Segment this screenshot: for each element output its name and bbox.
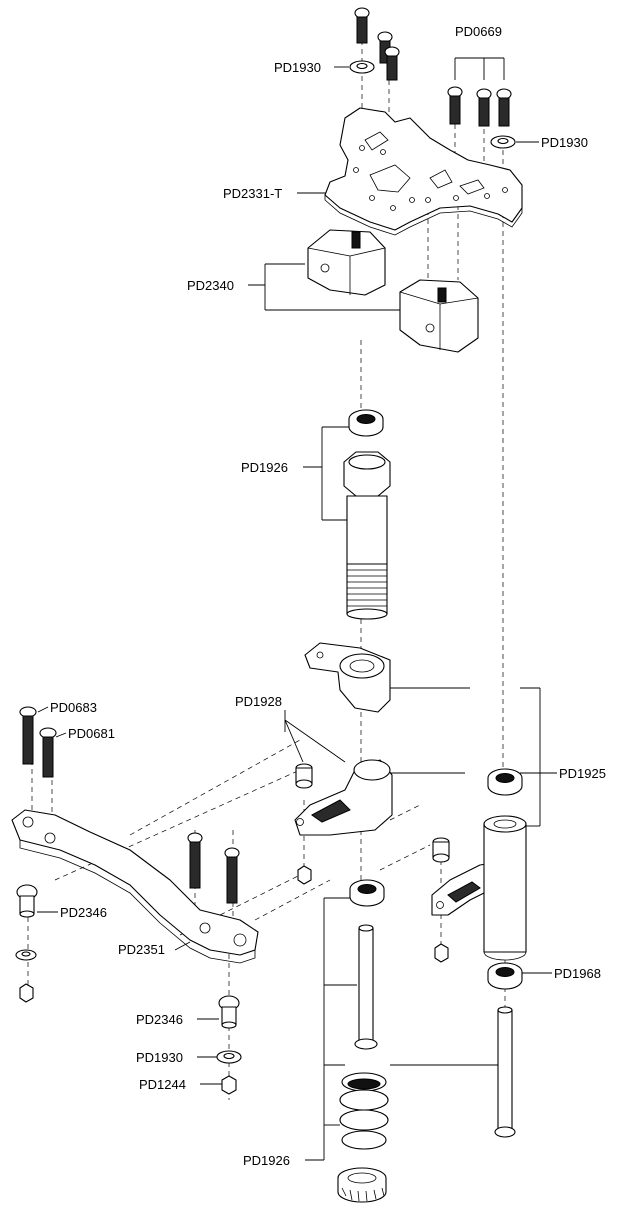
label-pd2340: PD2340 xyxy=(187,278,234,293)
washer-pd1930-lower xyxy=(216,1050,242,1064)
label-pd0681: PD0681 xyxy=(68,726,115,741)
screw-pd0681 xyxy=(39,727,57,778)
bushing-right xyxy=(432,837,450,863)
nut-left xyxy=(19,983,34,1003)
mount-block-right xyxy=(399,279,479,353)
ball-pd2346-lower xyxy=(218,995,240,1029)
label-pd0669: PD0669 xyxy=(455,24,502,39)
kingpin-post xyxy=(343,451,391,620)
steering-arm-right xyxy=(431,861,501,916)
bushing-center xyxy=(295,763,313,789)
label-pd2346-left: PD2346 xyxy=(60,905,107,920)
screw-top-left xyxy=(354,7,370,44)
ball-pd2346-left xyxy=(16,884,38,918)
bearing-pd1968 xyxy=(487,962,523,990)
label-pd2331t: PD2331-T xyxy=(223,186,282,201)
callout-labels: PD1930 PD0669 PD1930 PD2331-T PD2340 PD1… xyxy=(50,24,606,1168)
screw-top-mid-2 xyxy=(384,46,400,81)
screws-drag-link xyxy=(187,832,240,904)
post-right xyxy=(483,815,527,961)
screw-pd0683 xyxy=(19,706,37,765)
label-pd1925: PD1925 xyxy=(559,766,606,781)
leader-lines xyxy=(37,57,557,1161)
label-pd1930-top-left: PD1930 xyxy=(274,60,321,75)
label-pd1926-lower: PD1926 xyxy=(243,1153,290,1168)
washer-top-left xyxy=(349,60,375,74)
drag-link xyxy=(11,809,259,964)
label-pd2346-lower: PD2346 xyxy=(136,1012,183,1027)
label-pd1928: PD1928 xyxy=(235,694,282,709)
label-pd1930-lower: PD1930 xyxy=(136,1050,183,1065)
screws-pd0669 xyxy=(447,86,512,127)
mount-block-left xyxy=(307,229,386,296)
label-pd1930-top-right: PD1930 xyxy=(541,135,588,150)
spring xyxy=(339,1072,389,1150)
nut-center xyxy=(297,865,312,885)
label-pd1968: PD1968 xyxy=(554,966,601,981)
label-pd2351: PD2351 xyxy=(118,942,165,957)
washer-left xyxy=(15,949,37,961)
adjust-nut xyxy=(337,1167,387,1203)
nut-pd1244 xyxy=(221,1075,237,1095)
label-pd1244: PD1244 xyxy=(139,1077,186,1092)
top-plate xyxy=(324,107,523,236)
steering-arm-upper xyxy=(304,642,391,713)
nut-right xyxy=(434,943,449,963)
bearing-pd1925 xyxy=(487,768,523,796)
pin-center xyxy=(354,924,378,1050)
washer-top-right xyxy=(490,135,516,149)
label-pd0683: PD0683 xyxy=(50,700,97,715)
label-pd1926-upper: PD1926 xyxy=(241,460,288,475)
pin-right xyxy=(494,1006,516,1138)
bearing-lower-center xyxy=(349,879,385,907)
steering-arm-center xyxy=(294,759,393,836)
bearing-upper xyxy=(348,409,384,437)
